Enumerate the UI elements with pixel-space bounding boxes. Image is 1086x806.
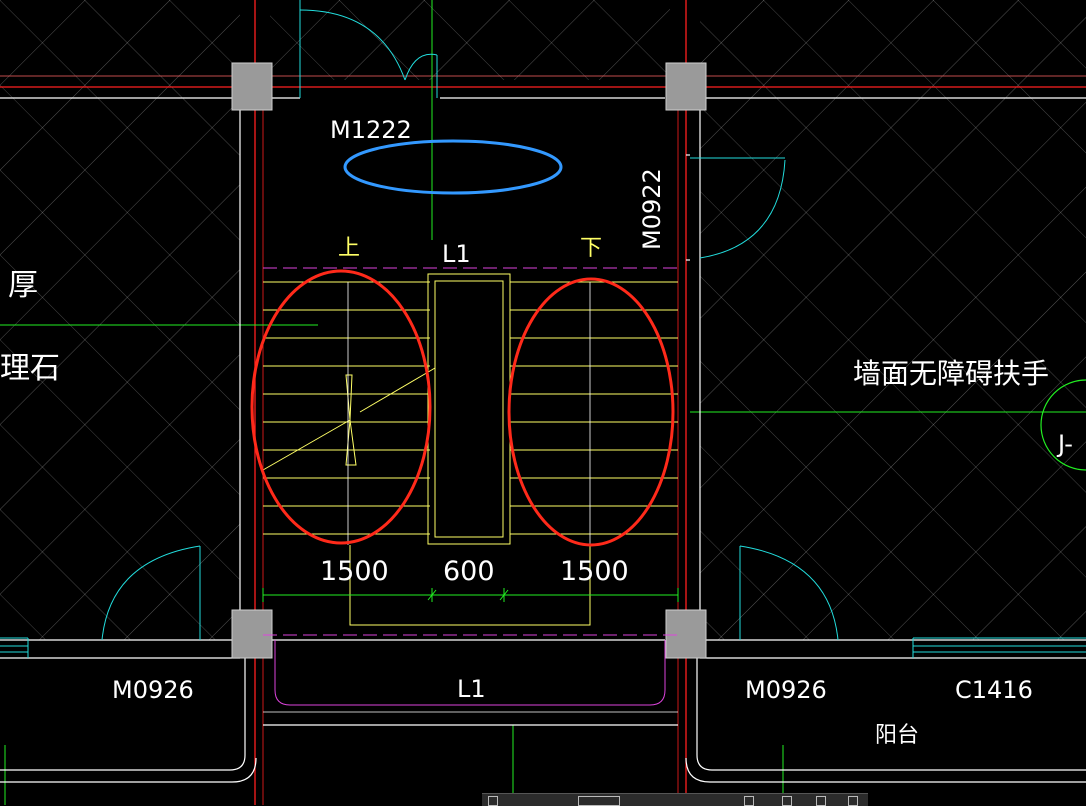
- structural-columns: [231, 62, 707, 659]
- balcony-label: 阳台: [875, 723, 919, 748]
- column-top-right: [665, 62, 707, 111]
- door-label-right: M0922: [638, 168, 666, 250]
- highlight-ellipse-stair-up: [250, 269, 432, 545]
- highlight-ellipse-stair-down: [507, 277, 675, 547]
- column-bottom-right: [665, 609, 707, 659]
- stair-down-label: 下: [580, 236, 602, 261]
- walls: [0, 97, 1086, 783]
- hatch-pattern: [0, 0, 1086, 640]
- door-label-bottom-right: M0926: [745, 676, 827, 704]
- dimension-value-left: 1500: [320, 556, 389, 587]
- right-annotation: 墙面无障碍扶手: [853, 357, 1049, 390]
- right-marker-label: J-: [1056, 430, 1073, 458]
- bottom-toolbar[interactable]: [482, 793, 868, 806]
- stair-treads: [262, 273, 678, 626]
- left-annotation-1: 厚: [8, 268, 38, 303]
- stair-up-label: 上: [338, 236, 360, 261]
- window-label: C1416: [955, 676, 1033, 704]
- beam-label-top: L1: [442, 240, 471, 268]
- stair-well-inner: [434, 280, 504, 538]
- highlight-ellipse-door: [343, 139, 563, 195]
- beam-label-bottom: L1: [457, 675, 486, 703]
- left-annotation-2: 理石: [0, 351, 60, 386]
- hidden-lines: [263, 267, 678, 706]
- dimension-value-right: 1500: [560, 556, 629, 587]
- dimension-value-middle: 600: [443, 556, 495, 587]
- door-label-bottom-left: M0926: [112, 676, 194, 704]
- dimension-line: [262, 588, 679, 602]
- center-lines: [347, 282, 591, 545]
- door-label-top: M1222: [330, 116, 412, 144]
- door-swings: [0, 0, 1086, 658]
- column-bottom-left: [231, 609, 273, 659]
- column-top-left: [231, 62, 273, 111]
- stair-well-outer: [427, 273, 511, 545]
- detail-marker-circle: [1040, 379, 1086, 471]
